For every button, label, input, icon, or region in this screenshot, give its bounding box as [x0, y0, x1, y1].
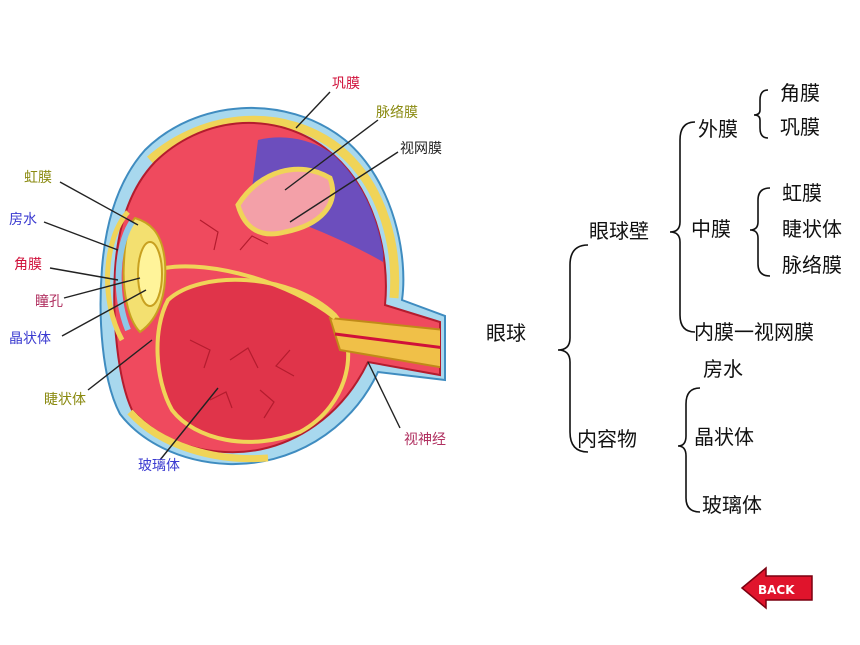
- label-iris: 虹膜: [24, 170, 52, 186]
- back-button[interactable]: BACK: [740, 566, 813, 610]
- eye-bottom-band: [127, 409, 269, 463]
- back-arrow-icon: [740, 566, 813, 610]
- label-optic-nerve: 视神经: [404, 432, 446, 448]
- leader-sclera: [295, 91, 331, 129]
- tree-inner: 内膜一视网膜: [694, 320, 814, 344]
- tree-outer: 外膜: [698, 117, 738, 141]
- leader-cornea: [49, 267, 119, 281]
- eye-vitreous-body: [155, 277, 351, 444]
- leader-retina: [289, 151, 399, 223]
- label-lens: 晶状体: [9, 331, 51, 347]
- tree-middle: 中膜: [691, 217, 731, 241]
- brace-wall: [669, 121, 696, 333]
- label-choroid: 脉络膜: [376, 105, 418, 121]
- leader-lens: [61, 289, 147, 337]
- tree-wall: 眼球壁: [589, 219, 649, 243]
- eye-optic-nerve: [328, 316, 440, 370]
- brace-root: [557, 244, 589, 453]
- tree-contents: 内容物: [577, 427, 637, 451]
- eye-outer-band: [147, 115, 400, 299]
- eye-illustration: [99, 106, 446, 466]
- tree-braces: [557, 89, 771, 513]
- label-sclera: 巩膜: [332, 76, 360, 92]
- tree-middle-item: 睫状体: [782, 217, 842, 241]
- tree-contents-item: 房水: [703, 357, 743, 381]
- tree-root: 眼球: [486, 321, 526, 345]
- leader-pupil: [63, 277, 141, 299]
- brace-middle: [749, 187, 771, 277]
- label-retina: 视网膜: [400, 141, 442, 157]
- tree-middle-item: 虹膜: [782, 181, 822, 205]
- eye-labels: 巩膜 脉络膜 视网膜 虹膜 房水 角膜 瞳孔 晶状体 睫状体 玻璃体 视神经: [9, 76, 446, 474]
- eye-veins: [189, 219, 295, 419]
- leader-iris: [59, 181, 139, 226]
- label-ciliary: 睫状体: [44, 392, 86, 408]
- leader-optic-nerve: [367, 361, 401, 429]
- back-button-label: BACK: [758, 583, 795, 597]
- tree-contents-item: 玻璃体: [702, 493, 762, 517]
- eye-retina-flap: [235, 166, 336, 237]
- label-pupil: 瞳孔: [35, 293, 63, 310]
- eye-optic-nerve-line: [334, 332, 440, 350]
- eye-cornea: [105, 210, 130, 342]
- eye-aqueous: [115, 220, 135, 332]
- tree-middle-item: 脉络膜: [782, 253, 842, 277]
- leader-lines: [43, 91, 401, 461]
- tree-contents-item: 晶状体: [694, 425, 754, 449]
- leader-vitreous: [159, 387, 219, 461]
- brace-outer: [753, 89, 769, 139]
- tree-outer-item: 角膜: [780, 81, 820, 105]
- tree-outer-item: 巩膜: [780, 115, 820, 139]
- classification-tree: 眼球 眼球壁 内容物 外膜 中膜 内膜一视网膜 角膜 巩膜 虹膜 睫状体 脉络膜…: [486, 81, 842, 517]
- label-vitreous: 玻璃体: [138, 457, 180, 474]
- leader-choroid: [284, 119, 379, 191]
- eye-vessel: [164, 264, 337, 320]
- brace-contents: [677, 387, 701, 513]
- label-aqueous: 房水: [9, 212, 37, 228]
- label-cornea: 角膜: [14, 257, 42, 273]
- leader-ciliary: [87, 339, 153, 391]
- leader-aqueous: [43, 221, 119, 251]
- eye-lens: [137, 241, 163, 307]
